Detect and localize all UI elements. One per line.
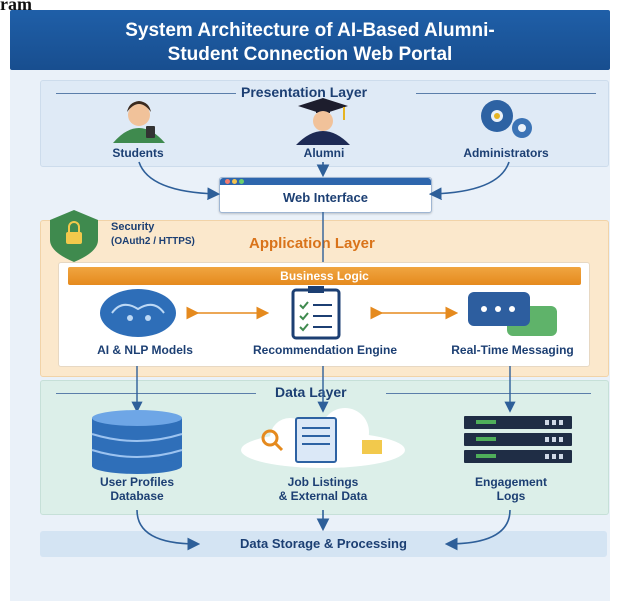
user-profiles-label-2: Database bbox=[110, 489, 164, 503]
student-icon bbox=[113, 101, 165, 143]
title-banner: System Architecture of AI-Based Alumni- … bbox=[10, 10, 610, 70]
administrators-label: Administrators bbox=[463, 146, 549, 160]
students-label: Students bbox=[112, 146, 164, 160]
database-icon bbox=[91, 410, 183, 474]
security-subtitle: (OAuth2 / HTTPS) bbox=[111, 236, 195, 247]
server-rack-icon bbox=[464, 416, 572, 463]
web-interface-box: Web Interface bbox=[219, 177, 432, 213]
web-interface-label: Web Interface bbox=[282, 190, 368, 205]
brain-icon bbox=[100, 289, 176, 337]
cloud-documents-icon bbox=[241, 408, 405, 468]
presentation-layer-title: Presentation Layer bbox=[241, 84, 368, 100]
arrow bbox=[444, 509, 511, 551]
divider bbox=[56, 393, 256, 394]
user-profiles-label-1: User Profiles bbox=[99, 475, 175, 489]
data-storage-label: Data Storage & Processing bbox=[240, 536, 407, 551]
data-layer-title: Data Layer bbox=[275, 384, 347, 400]
divider bbox=[416, 93, 596, 94]
divider bbox=[56, 93, 236, 94]
divider bbox=[386, 393, 591, 394]
title-line-2: Student Connection Web Portal bbox=[167, 44, 453, 65]
messaging-label: Real-Time Messaging bbox=[451, 343, 574, 357]
job-listings-label-1: Job Listings bbox=[287, 475, 359, 489]
arrow bbox=[428, 161, 510, 201]
recommendation-label: Recommendation Engine bbox=[252, 343, 398, 357]
application-layer-title: Application Layer bbox=[249, 235, 375, 252]
security-title: Security bbox=[111, 221, 155, 233]
graduate-icon bbox=[296, 98, 350, 145]
gears-icon bbox=[481, 100, 532, 138]
ai-nlp-label: AI & NLP Models bbox=[97, 343, 193, 357]
shield-lock-icon bbox=[50, 210, 98, 262]
arrow bbox=[138, 161, 221, 201]
arrow bbox=[136, 509, 201, 551]
business-logic-label: Business Logic bbox=[280, 269, 369, 283]
alumni-label: Alumni bbox=[303, 146, 345, 160]
engagement-label-1: Engagement bbox=[474, 475, 547, 489]
checklist-icon bbox=[291, 286, 341, 340]
title-line-1: System Architecture of AI-Based Alumni- bbox=[125, 20, 495, 41]
engagement-label-2: Logs bbox=[496, 489, 526, 503]
chat-bubbles-icon bbox=[468, 292, 557, 336]
job-listings-label-2: & External Data bbox=[278, 489, 368, 503]
data-storage-bar: Data Storage & Processing bbox=[40, 531, 607, 557]
browser-window-icon bbox=[220, 178, 431, 185]
business-logic-bar: Business Logic bbox=[68, 267, 581, 285]
